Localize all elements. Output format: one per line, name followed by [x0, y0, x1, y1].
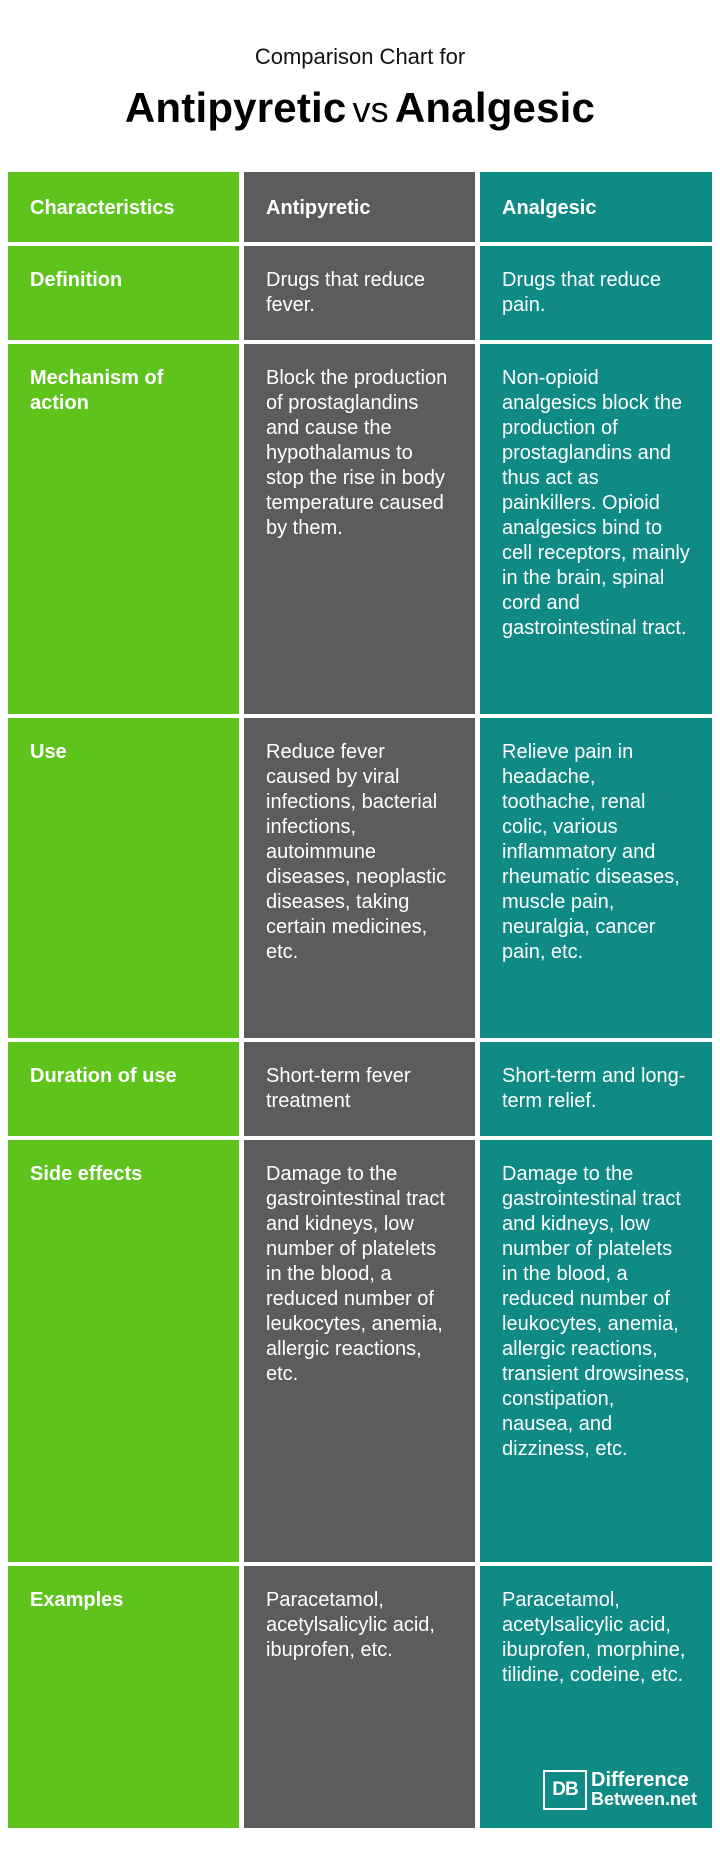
antipyretic-use: Reduce fever caused by viral infections,…	[244, 718, 480, 1042]
logo-line2: Between.net	[591, 1789, 698, 1809]
analgesic-side-effects: Damage to the gastrointestinal tract and…	[480, 1140, 712, 1566]
analgesic-examples: Paracetamol, acetylsalicylic acid, ibupr…	[480, 1566, 712, 1832]
logo-line1: Difference	[591, 1769, 689, 1791]
header-analgesic: Analgesic	[480, 172, 712, 246]
chart-subtitle: Comparison Chart for	[254, 44, 466, 69]
analgesic-use: Relieve pain in headache, toothache, ren…	[480, 718, 712, 1042]
comparison-table: Characteristics Antipyretic Analgesic De…	[8, 172, 712, 1832]
antipyretic-examples: Paracetamol, acetylsalicylic acid, ibupr…	[244, 1566, 480, 1832]
row-label-use: Use	[8, 718, 244, 1042]
antipyretic-mechanism: Block the production of prostaglandins a…	[244, 344, 480, 718]
title-right: Analgesic	[394, 84, 596, 131]
row-label-mechanism: Mechanism of action	[8, 344, 244, 718]
antipyretic-duration: Short-term fever treatment	[244, 1042, 480, 1140]
analgesic-definition: Drugs that reduce pain.	[480, 246, 712, 344]
analgesic-duration: Short-term and long-term relief.	[480, 1042, 712, 1140]
difference-between-logo: DB Difference Between.net	[543, 1770, 697, 1810]
antipyretic-definition: Drugs that reduce fever.	[244, 246, 480, 344]
title-left: Antipyretic	[124, 84, 347, 131]
analgesic-mechanism: Non-opioid analgesics block the producti…	[480, 344, 712, 718]
header-antipyretic: Antipyretic	[244, 172, 480, 246]
row-label-definition: Definition	[8, 246, 244, 344]
logo-text: Difference Between.net	[591, 1769, 698, 1809]
row-label-side-effects: Side effects	[8, 1140, 244, 1566]
title-vs: vs	[352, 89, 389, 130]
logo-mark-icon: DB	[543, 1770, 587, 1810]
antipyretic-side-effects: Damage to the gastrointestinal tract and…	[244, 1140, 480, 1566]
row-label-examples: Examples	[8, 1566, 244, 1832]
row-label-duration: Duration of use	[8, 1042, 244, 1140]
header-characteristics: Characteristics	[8, 172, 244, 246]
